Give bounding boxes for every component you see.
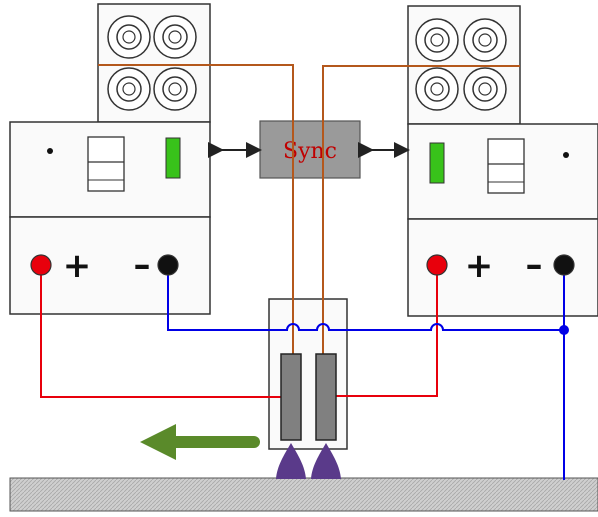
indicator-light-icon [165,137,181,179]
left-electrode [280,353,302,441]
junction-dot [559,325,569,335]
right-positive-terminal [426,254,448,276]
right-negative-label: – [526,245,543,285]
left-positive-label: + [63,246,92,286]
welding-arc-icon [276,443,306,479]
workpiece [9,477,598,512]
right-power-supply [407,123,598,317]
direction-arrow-icon [140,424,260,460]
left-wire-feeder [97,3,211,123]
right-electrode [315,353,337,441]
right-positive-label: + [465,246,494,286]
panel-dot [47,148,53,154]
left-negative-label: – [134,245,151,285]
wire-feed-lines [98,64,520,354]
left-negative-terminal [157,254,179,276]
power-switch-icon [87,136,125,192]
right-negative-terminal [553,254,575,276]
left-positive-terminal [30,254,52,276]
power-switch-icon [487,138,525,194]
positive-cables [40,265,438,398]
sync-box: Sync [259,120,361,179]
wire-spool-icon [415,18,507,111]
sync-label: Sync [283,139,337,164]
welding-arc-icon [311,443,341,479]
indicator-light-icon [429,142,445,184]
wire-spool-icon [107,15,197,111]
negative-cable [167,265,564,331]
panel-dot [563,152,569,158]
